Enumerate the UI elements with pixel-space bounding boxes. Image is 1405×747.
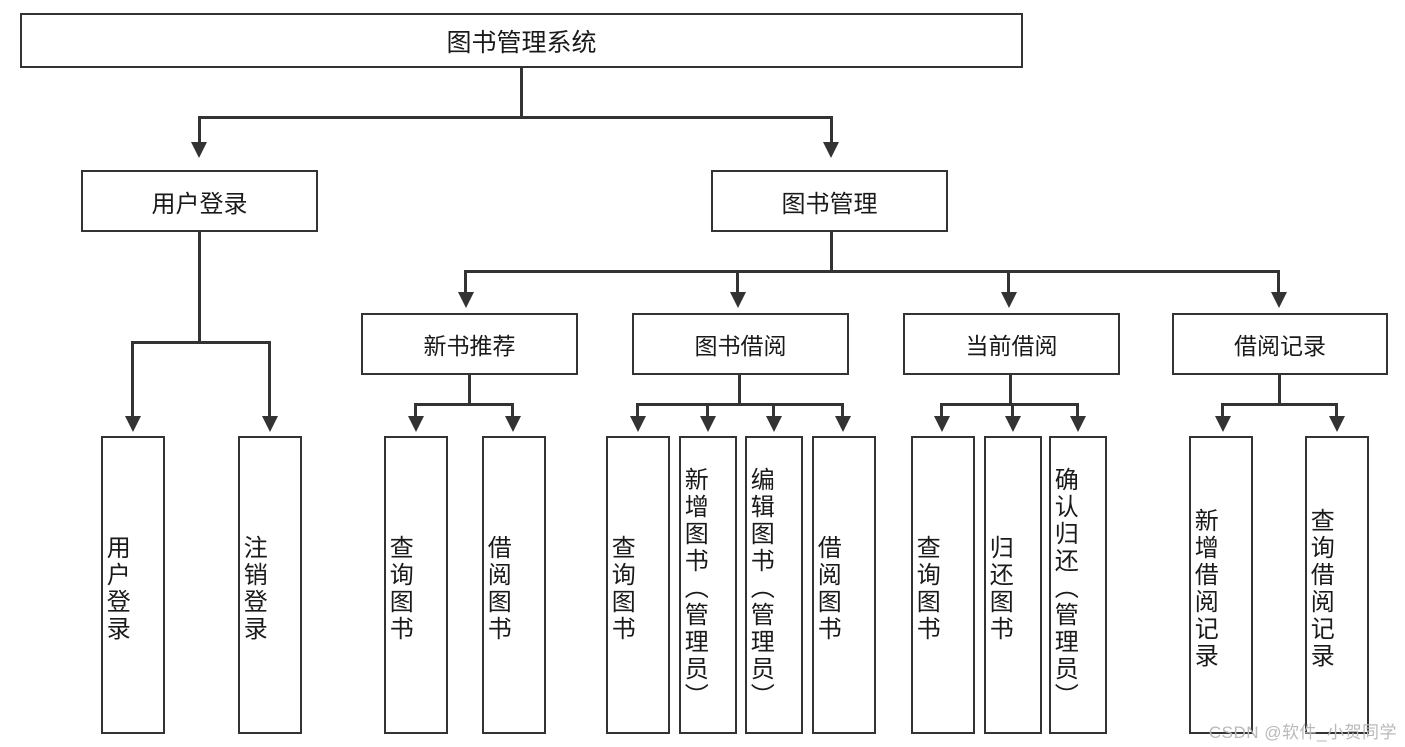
connector-record-l2 — [1335, 403, 1338, 418]
node-label: 用户登录 — [151, 190, 248, 218]
arrowhead-borrow-查询图书 — [630, 416, 646, 432]
node-leaf-注销登录[interactable]: 注销登录 — [238, 436, 302, 734]
node-leaf-新书推荐-借阅图书[interactable]: 借阅图书 — [482, 436, 546, 734]
connector-userlogin-leaf1 — [131, 341, 134, 418]
node-leaf-图书借阅-编辑图书管理员[interactable]: 编辑图书（管理员） — [745, 436, 803, 734]
node-label: 新书推荐 — [423, 333, 516, 359]
arrowhead-borrow-编辑图书 — [766, 416, 782, 432]
node-label: 新增借阅记录 — [1190, 508, 1218, 670]
connector-root-to-bookmgmt — [830, 116, 833, 144]
connector-borrow-l3 — [772, 403, 775, 418]
node-lvl3-图书借阅[interactable]: 图书借阅 — [632, 313, 849, 375]
arrowhead-当前借阅 — [1001, 292, 1017, 308]
node-leaf-图书借阅-新增图书管理员[interactable]: 新增图书（管理员） — [679, 436, 737, 734]
arrowhead-to-bookmgmt — [823, 142, 839, 158]
arrowhead-record-新增借阅记录 — [1215, 416, 1231, 432]
csdn-watermark: CSDN @软件_小贺同学 — [1208, 723, 1397, 742]
node-label: 图书管理系统 — [446, 28, 597, 57]
node-leaf-用户登录[interactable]: 用户登录 — [101, 436, 165, 734]
node-leaf-新书推荐-查询图书[interactable]: 查询图书 — [384, 436, 448, 734]
connector-newbook-stem — [468, 375, 471, 405]
connector-root-to-userlogin — [198, 116, 201, 144]
arrowhead-current-查询图书 — [934, 416, 950, 432]
node-leaf-当前借阅-确认归还管理员[interactable]: 确认归还（管理员） — [1049, 436, 1107, 734]
arrowhead-leaf-用户登录 — [125, 416, 141, 432]
arrowhead-current-归还图书 — [1005, 416, 1021, 432]
arrowhead-借阅记录 — [1271, 292, 1287, 308]
connector-userlogin-leaf2 — [268, 341, 271, 418]
node-label: 新增图书（管理员） — [680, 466, 708, 710]
arrowhead-图书借阅 — [730, 292, 746, 308]
node-label: 图书借阅 — [694, 333, 787, 359]
connector-bookmgmt-c2 — [736, 270, 739, 294]
node-label: 图书管理 — [781, 190, 878, 218]
connector-newbook-l1 — [414, 403, 417, 418]
node-label: 确认归还（管理员） — [1050, 466, 1078, 710]
node-leaf-借阅记录-查询借阅记录[interactable]: 查询借阅记录 — [1305, 436, 1369, 734]
connector-bookmgmt-c1 — [464, 270, 467, 294]
node-label: 归还图书 — [985, 535, 1013, 643]
node-label: 查询借阅记录 — [1306, 508, 1334, 670]
node-label: 借阅图书 — [813, 535, 841, 643]
connector-record-bus — [1221, 403, 1337, 406]
arrowhead-newbook-借阅图书 — [505, 416, 521, 432]
node-lvl3-当前借阅[interactable]: 当前借阅 — [903, 313, 1120, 375]
connector-borrow-l4 — [841, 403, 844, 418]
node-root-图书管理系统[interactable]: 图书管理系统 — [20, 13, 1023, 68]
connector-borrow-bus — [636, 403, 844, 406]
node-label: 借阅记录 — [1234, 333, 1326, 359]
connector-userlogin-stem — [198, 232, 201, 343]
node-label: 当前借阅 — [965, 333, 1058, 359]
node-lvl2-用户登录[interactable]: 用户登录 — [81, 170, 318, 232]
connector-current-l2 — [1011, 403, 1014, 418]
node-lvl3-借阅记录[interactable]: 借阅记录 — [1172, 313, 1388, 375]
connector-bookmgmt-bus — [464, 270, 1280, 273]
connector-borrow-l2 — [706, 403, 709, 418]
arrowhead-to-userlogin — [191, 142, 207, 158]
connector-userlogin-bus — [131, 341, 270, 344]
connector-borrow-stem — [738, 375, 741, 405]
arrowhead-current-确认归还 — [1070, 416, 1086, 432]
node-leaf-当前借阅-查询图书[interactable]: 查询图书 — [911, 436, 975, 734]
node-leaf-借阅记录-新增借阅记录[interactable]: 新增借阅记录 — [1189, 436, 1253, 734]
connector-borrow-l1 — [636, 403, 639, 418]
arrowhead-leaf-注销登录 — [262, 416, 278, 432]
node-label: 借阅图书 — [483, 535, 511, 643]
connector-current-l1 — [940, 403, 943, 418]
connector-newbook-l2 — [511, 403, 514, 418]
node-lvl3-新书推荐[interactable]: 新书推荐 — [361, 313, 578, 375]
arrowhead-新书推荐 — [458, 292, 474, 308]
connector-bookmgmt-c3 — [1007, 270, 1010, 294]
node-label: 查询图书 — [912, 535, 940, 643]
node-leaf-当前借阅-归还图书[interactable]: 归还图书 — [984, 436, 1042, 734]
connector-bookmgmt-c4 — [1277, 270, 1280, 294]
node-leaf-图书借阅-查询图书[interactable]: 查询图书 — [606, 436, 670, 734]
node-label: 编辑图书（管理员） — [746, 466, 774, 710]
arrowhead-borrow-借阅图书 — [835, 416, 851, 432]
connector-current-l3 — [1076, 403, 1079, 418]
connector-current-bus — [940, 403, 1078, 406]
connector-record-l1 — [1221, 403, 1224, 418]
node-lvl2-图书管理[interactable]: 图书管理 — [711, 170, 948, 232]
connector-bookmgmt-stem — [830, 232, 833, 272]
arrowhead-newbook-查询图书 — [408, 416, 424, 432]
connector-root-bus — [198, 116, 833, 119]
connector-root-stem — [520, 68, 523, 118]
connector-record-stem — [1278, 375, 1281, 405]
node-label: 注销登录 — [239, 535, 267, 643]
node-leaf-图书借阅-借阅图书[interactable]: 借阅图书 — [812, 436, 876, 734]
connector-current-stem — [1009, 375, 1012, 405]
node-label: 用户登录 — [102, 535, 130, 643]
arrowhead-borrow-新增图书 — [700, 416, 716, 432]
node-label: 查询图书 — [385, 535, 413, 643]
connector-newbook-bus — [414, 403, 512, 406]
arrowhead-record-查询借阅记录 — [1329, 416, 1345, 432]
node-label: 查询图书 — [607, 535, 635, 643]
